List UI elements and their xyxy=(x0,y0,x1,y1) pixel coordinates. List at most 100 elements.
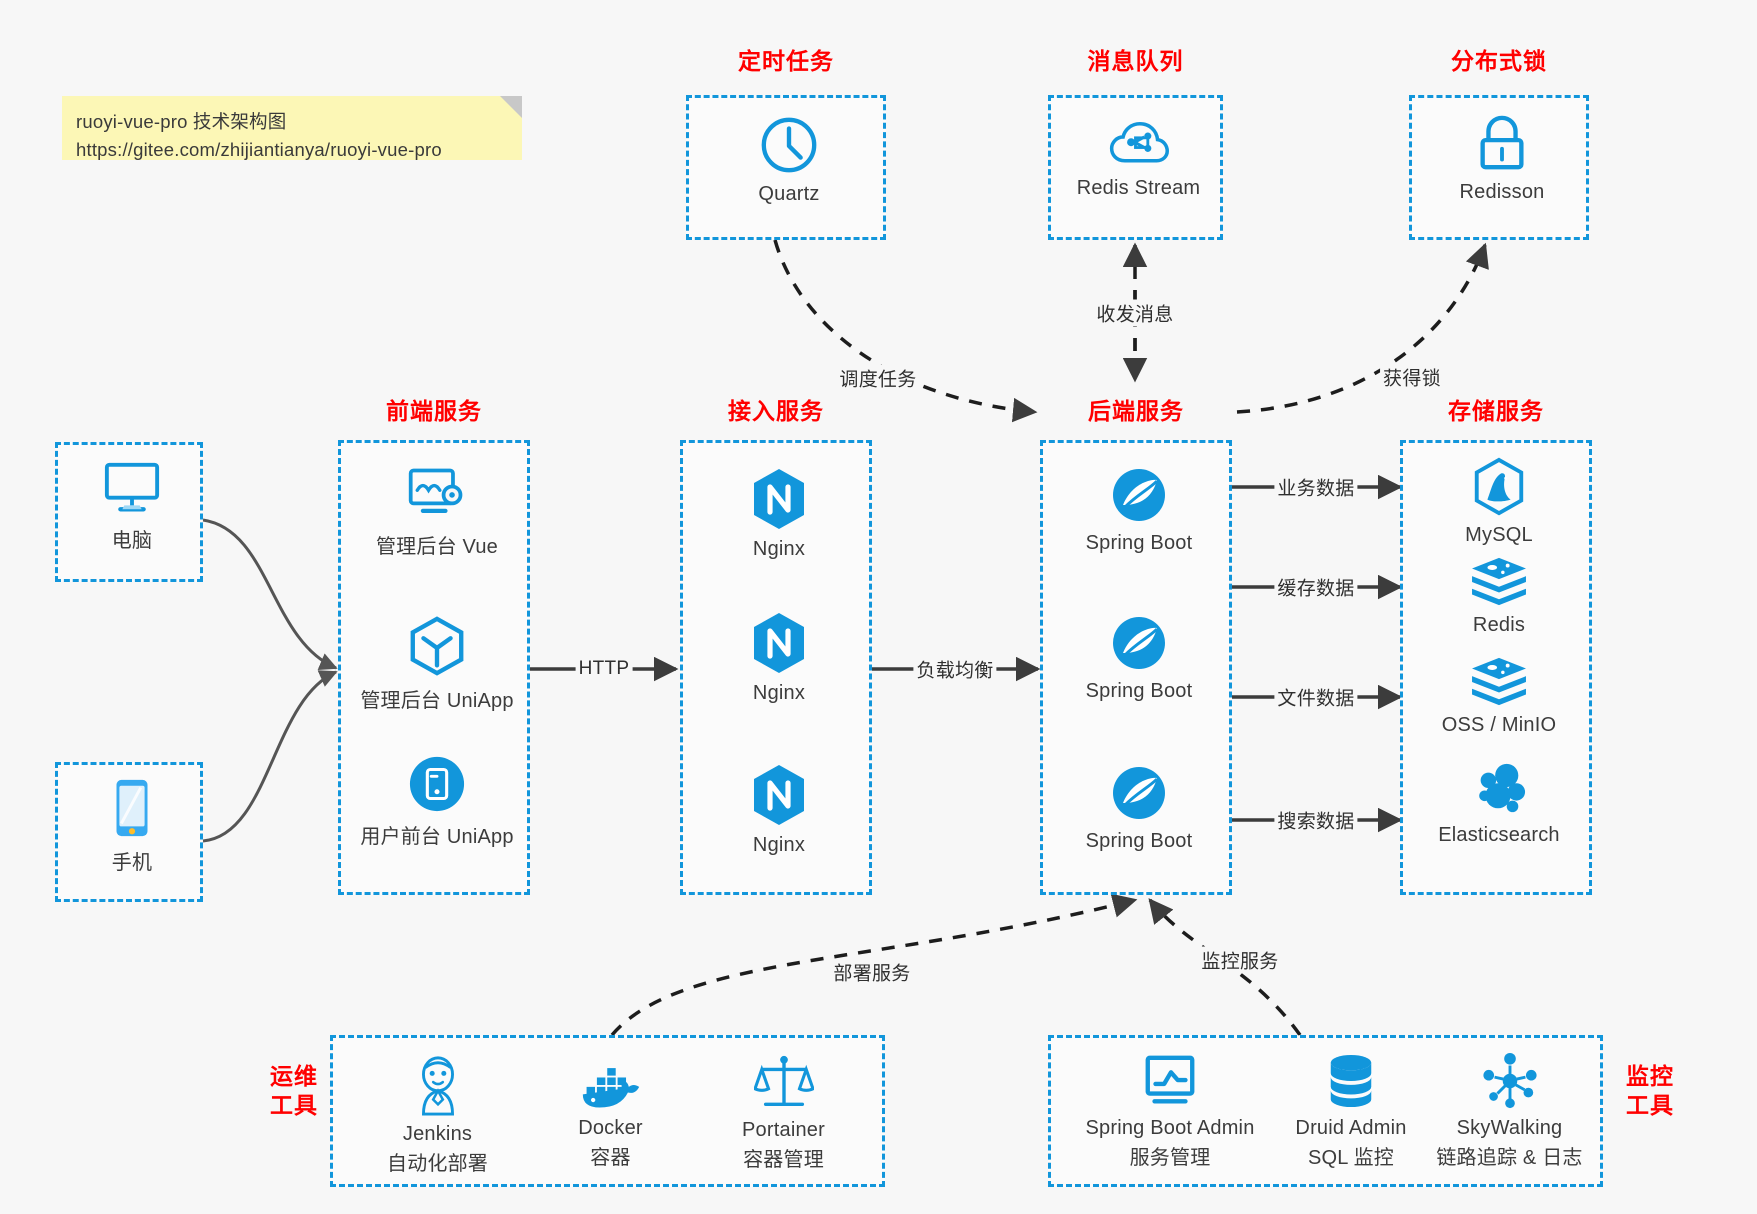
node-label-admin-vue: 管理后台 Vue xyxy=(375,536,498,558)
edge-label-cache-data: 缓存数据 xyxy=(1274,573,1358,601)
group-title-frontend-service: 前端服务 xyxy=(386,398,482,424)
node-label-redis: Redis xyxy=(1472,614,1526,636)
edge-label-file-data: 文件数据 xyxy=(1274,683,1358,711)
nginx-icon xyxy=(750,467,808,531)
cloud-stream-icon xyxy=(1109,118,1169,170)
group-frontend-service: 管理后台 Vue 管理后台 UniApp 用户前台 UniApp xyxy=(338,440,530,895)
group-title-scheduled-task: 定时任务 xyxy=(738,48,834,74)
node-user-uniapp[interactable]: 用户前台 UniApp xyxy=(341,755,533,849)
node-oss-minio[interactable]: OSS / MinIO xyxy=(1403,655,1595,737)
node-label-nginx-2: Nginx xyxy=(752,682,806,704)
edge-label-schedule-task: 调度任务 xyxy=(836,364,920,392)
group-title-gateway-service: 接入服务 xyxy=(728,398,824,424)
group-storage-service: MySQL Redis xyxy=(1400,440,1592,895)
node-admin-vue[interactable]: 管理后台 Vue xyxy=(341,465,533,559)
node-label-elasticsearch: Elasticsearch xyxy=(1438,824,1560,846)
node-admin-uniapp[interactable]: 管理后台 UniApp xyxy=(341,615,533,713)
cube-icon xyxy=(406,615,468,677)
lock-icon xyxy=(1474,114,1530,174)
node-label-spring-boot-1: Spring Boot xyxy=(1085,532,1193,554)
group-title-devops-tools: 运维 工具 xyxy=(258,1062,330,1120)
diagram-note: ruoyi-vue-pro 技术架构图 https://gitee.com/zh… xyxy=(62,96,522,160)
edge-label-deploy-service: 部署服务 xyxy=(830,958,914,986)
node-portainer[interactable]: Portainer 容器管理 xyxy=(701,1054,866,1172)
node-label-docker: Docker xyxy=(578,1117,643,1139)
node-redis[interactable]: Redis xyxy=(1403,555,1595,637)
database-icon xyxy=(1324,1052,1378,1110)
group-scheduled-task: Quartz xyxy=(686,95,886,240)
node-quartz[interactable]: Quartz xyxy=(689,114,889,206)
node-label-nginx-3: Nginx xyxy=(752,834,806,856)
spring-boot-icon xyxy=(1109,763,1169,823)
node-sublabel-druid-admin: SQL 监控 xyxy=(1307,1147,1395,1169)
node-spring-boot-3[interactable]: Spring Boot xyxy=(1043,763,1235,853)
node-label-jenkins: Jenkins xyxy=(402,1123,473,1145)
group-title-monitor-line1: 监控 xyxy=(1626,1063,1674,1089)
node-jenkins[interactable]: Jenkins 自动化部署 xyxy=(355,1054,520,1176)
node-spring-boot-2[interactable]: Spring Boot xyxy=(1043,613,1235,703)
edge-label-business-data: 业务数据 xyxy=(1274,473,1358,501)
node-redisson[interactable]: Redisson xyxy=(1412,114,1592,204)
group-title-monitor-tools: 监控 工具 xyxy=(1614,1062,1686,1120)
node-label-user-uniapp: 用户前台 UniApp xyxy=(360,826,514,848)
node-label-druid-admin: Druid Admin xyxy=(1295,1117,1407,1139)
node-desktop[interactable]: 电脑 xyxy=(58,459,206,553)
node-sublabel-docker: 容器 xyxy=(590,1147,631,1169)
node-elasticsearch[interactable]: Elasticsearch xyxy=(1403,761,1595,847)
node-sublabel-spring-boot-admin: 服务管理 xyxy=(1129,1147,1211,1169)
jenkins-icon xyxy=(409,1054,467,1116)
edge-label-acquire-lock: 获得锁 xyxy=(1380,363,1444,391)
group-backend-service: Spring Boot Spring Boot Spring Boot xyxy=(1040,440,1232,895)
edge-label-http: HTTP xyxy=(575,658,633,680)
clock-icon xyxy=(758,114,820,176)
group-title-backend-service: 后端服务 xyxy=(1088,398,1184,424)
node-spring-boot-1[interactable]: Spring Boot xyxy=(1043,465,1235,555)
node-redis-stream[interactable]: Redis Stream xyxy=(1051,118,1226,200)
node-label-oss-minio: OSS / MinIO xyxy=(1441,714,1557,736)
group-client-desktop: 电脑 xyxy=(55,442,203,582)
skywalking-icon xyxy=(1481,1052,1539,1110)
docker-icon xyxy=(580,1060,642,1110)
edge-acquire-lock-line xyxy=(1236,242,1489,414)
monitor-chart-icon xyxy=(1141,1052,1199,1110)
node-druid-admin[interactable]: Druid Admin SQL 监控 xyxy=(1266,1052,1436,1170)
edge-label-send-receive-message: 收发消息 xyxy=(1093,299,1177,327)
node-label-spring-boot-3: Spring Boot xyxy=(1085,830,1193,852)
group-client-mobile: 手机 xyxy=(55,762,203,902)
node-sublabel-jenkins: 自动化部署 xyxy=(387,1153,488,1175)
node-sublabel-skywalking: 链路追踪 & 日志 xyxy=(1436,1147,1583,1169)
group-devops-tools: Jenkins 自动化部署 Docker 容器 xyxy=(330,1035,885,1187)
group-gateway-service: Nginx Nginx Nginx xyxy=(680,440,872,895)
node-label-nginx-1: Nginx xyxy=(752,538,806,560)
portainer-icon xyxy=(752,1054,815,1112)
nginx-icon xyxy=(750,763,808,827)
node-mobile[interactable]: 手机 xyxy=(58,777,206,875)
group-title-message-queue: 消息队列 xyxy=(1087,48,1184,74)
mysql-icon xyxy=(1471,457,1527,517)
node-skywalking[interactable]: SkyWalking 链路追踪 & 日志 xyxy=(1417,1052,1602,1170)
node-label-skywalking: SkyWalking xyxy=(1456,1117,1563,1139)
node-label-admin-uniapp: 管理后台 UniApp xyxy=(360,690,514,712)
group-title-monitor-line2: 工具 xyxy=(1626,1091,1674,1118)
node-docker[interactable]: Docker 容器 xyxy=(528,1060,693,1170)
edge-label-search-data: 搜索数据 xyxy=(1274,806,1358,834)
elasticsearch-icon xyxy=(1470,761,1528,817)
node-label-mysql: MySQL xyxy=(1465,524,1533,546)
node-nginx-2[interactable]: Nginx xyxy=(683,611,875,705)
admin-dashboard-icon xyxy=(406,465,468,523)
group-title-devops-line2: 工具 xyxy=(270,1091,318,1118)
group-title-storage-service: 存储服务 xyxy=(1448,398,1544,424)
node-label-desktop: 电脑 xyxy=(111,530,153,552)
nginx-icon xyxy=(750,611,808,675)
edge-label-monitor-service: 监控服务 xyxy=(1198,946,1282,974)
node-label-redisson: Redisson xyxy=(1459,181,1545,203)
node-nginx-3[interactable]: Nginx xyxy=(683,763,875,857)
node-label-quartz: Quartz xyxy=(758,183,820,205)
node-label-redis-stream: Redis Stream xyxy=(1076,177,1201,199)
group-message-queue: Redis Stream xyxy=(1048,95,1223,240)
node-mysql[interactable]: MySQL xyxy=(1403,457,1595,547)
node-spring-boot-admin[interactable]: Spring Boot Admin 服务管理 xyxy=(1065,1052,1275,1170)
group-distributed-lock: Redisson xyxy=(1409,95,1589,240)
node-nginx-1[interactable]: Nginx xyxy=(683,467,875,561)
redis-icon xyxy=(1469,555,1529,607)
